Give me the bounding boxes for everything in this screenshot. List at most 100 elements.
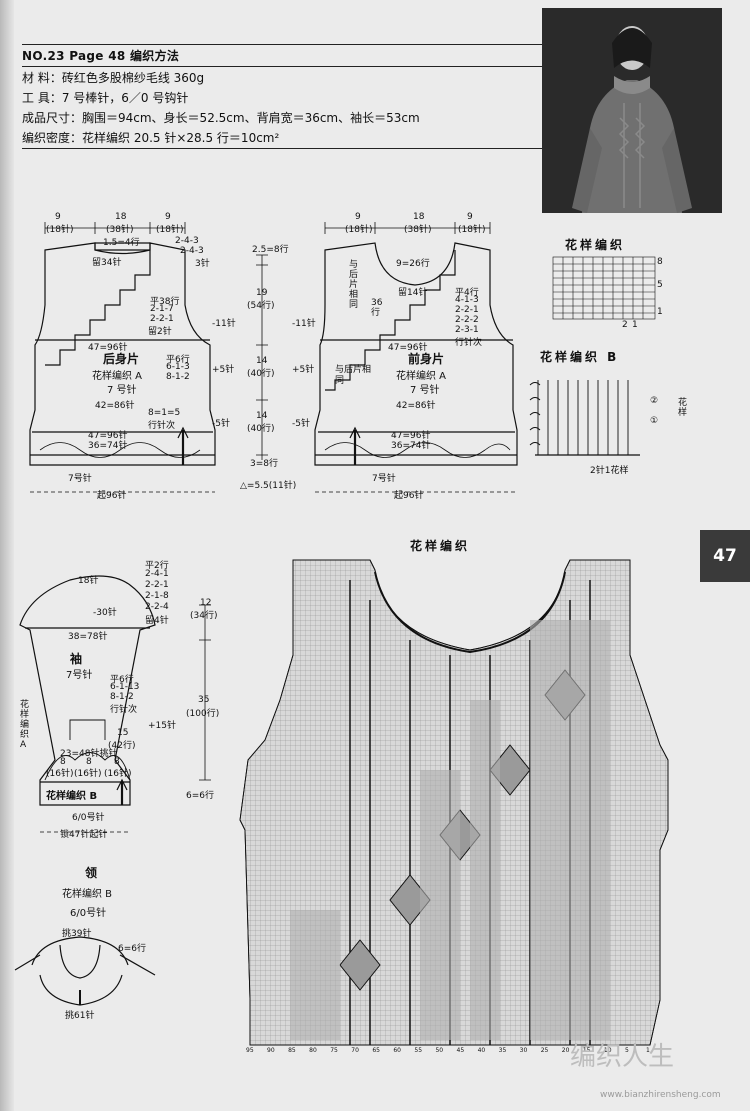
collar-pick2: 挑61针 xyxy=(65,1011,95,1021)
back-side-2: 行针次 xyxy=(148,421,176,431)
back-neck-dec-3: 2-2-1 xyxy=(150,314,174,324)
back-pattern: 花样编织 A xyxy=(92,371,143,382)
back-armhole-1: 平6行 xyxy=(166,355,190,365)
chart-column-number: 70 xyxy=(351,1047,359,1054)
chart-column-number: 40 xyxy=(477,1047,486,1054)
back-neck-dec-2: 2-1-7 xyxy=(150,304,174,314)
tools-line: 工 具：7 号棒针，6／0 号钩针 xyxy=(22,91,189,105)
chart-column-number: 90 xyxy=(267,1047,275,1054)
back-shoulder-3: 3针 xyxy=(195,259,210,269)
back-decrease-steps xyxy=(45,250,151,366)
front-side-dec2: -5针 xyxy=(292,419,310,429)
back-side-dec2: -5针 xyxy=(212,419,230,429)
sleeve-len: 15 xyxy=(117,728,129,738)
chart-column-number: 10 xyxy=(603,1047,612,1054)
main-chart xyxy=(239,559,669,1046)
sleeve-hook: 6/0号针 xyxy=(72,813,105,823)
front-neck-keep: 留14针 xyxy=(398,288,428,298)
chart-column-number: 20 xyxy=(561,1047,570,1054)
back-top-dim-3: 9 xyxy=(165,212,171,222)
chart-column-number: 15 xyxy=(582,1047,591,1054)
small-pattern-row-5: 5 xyxy=(657,280,663,290)
front-piece-outline xyxy=(314,242,518,466)
back-side-1: 8=1=5 xyxy=(148,408,181,418)
front-neck-dec-1: 平4行 xyxy=(455,288,479,298)
back-needle: 7 号针 xyxy=(107,385,137,396)
sleeve-cuff-8b: 8 xyxy=(86,757,92,767)
sleeve-len-rows: (42行) xyxy=(108,741,136,751)
model-photo xyxy=(542,8,722,213)
collar-hook: 6/0号针 xyxy=(70,908,107,919)
sleeve-cap-h: 12 xyxy=(200,598,212,608)
front-top-dim-3b: (18针) xyxy=(458,225,486,235)
chart-column-number: 85 xyxy=(288,1047,296,1054)
back-armhole-3: 8-1-2 xyxy=(166,372,190,382)
size-line: 成品尺寸：胸围＝94cm、身长＝52.5cm、背肩宽＝36cm、袖长＝53cm xyxy=(22,111,420,125)
collar-rows: 6=6行 xyxy=(118,944,146,954)
sleeve-outline xyxy=(19,575,156,806)
collar-pattern: 花样编织 B xyxy=(62,889,113,900)
sleeve-dec: -30针 xyxy=(93,608,117,618)
measure-top: 2.5=8行 xyxy=(252,245,289,255)
chart-column-number: 30 xyxy=(519,1047,528,1054)
front-top-dim-2: 18 xyxy=(413,212,425,222)
measure-40a: (40行) xyxy=(247,369,275,379)
chart-title: 花样编织 xyxy=(410,539,471,553)
front-neck-dec-6: 行针次 xyxy=(455,338,483,348)
small-pattern-row-8: 8 xyxy=(657,257,663,267)
sleeve-cast: 锁47针起针 xyxy=(60,830,108,840)
sleeve-inc-total: +15针 xyxy=(148,721,176,731)
sleeve-side-label: 花样编织A xyxy=(20,700,30,750)
chart-column-number: 35 xyxy=(498,1047,507,1054)
sleeve-cuff-16a: (16针) xyxy=(46,769,74,779)
measure-14a: 14 xyxy=(256,356,268,366)
sleeve-top: 18针 xyxy=(78,576,99,586)
small-pattern-title: 花样编织 xyxy=(565,238,626,252)
front-neck-rows: 9=26行 xyxy=(396,259,430,269)
sleeve-cap-rows: (34行) xyxy=(190,611,218,621)
pattern-b-chart xyxy=(529,380,640,456)
sleeve-cap-4: 2-1-8 xyxy=(145,591,169,601)
back-neck-center: 留34针 xyxy=(92,258,122,268)
front-same-as-back: 与后片相同 xyxy=(349,260,359,310)
collar-pick1: 挑39针 xyxy=(62,929,92,939)
measure-54: (54行) xyxy=(247,301,275,311)
front-width-3: 47=96针 xyxy=(391,431,431,441)
chart-column-number: 55 xyxy=(414,1047,423,1054)
watermark-logo: 编织人生 xyxy=(570,1042,675,1072)
back-needle-bottom: 7号针 xyxy=(68,474,92,484)
material-line: 材 料：砖红色多股棉纱毛线 360g xyxy=(22,71,205,85)
front-width-2: 42=86针 xyxy=(396,401,436,411)
sleeve-cuff-8c: 8 xyxy=(114,757,120,767)
back-neck-dec-1: 平38行 xyxy=(150,297,180,307)
pattern-b-side: 花样 xyxy=(678,398,688,418)
sleeve-cap-5: 2-2-4 xyxy=(145,602,169,612)
pattern-b-mark-2: ② xyxy=(650,396,659,406)
back-cast-on: 起96针 xyxy=(97,491,127,501)
back-width-1: 47=96针 xyxy=(88,343,128,353)
header-rule-bottom xyxy=(22,148,542,149)
front-top-dim-2b: (38针) xyxy=(404,225,432,235)
diamond-motif xyxy=(339,939,381,991)
header-title: NO.23 Page 48 编织方法 xyxy=(22,49,180,63)
back-shoulder-1: 2-4-3 xyxy=(175,236,199,246)
chart-column-number: 95 xyxy=(246,1047,254,1054)
sleeve-inc-3: 8-1-2 xyxy=(110,692,134,702)
back-neck-step xyxy=(94,242,151,250)
chart-column-number: 45 xyxy=(456,1047,465,1054)
front-top-dim-1: 9 xyxy=(355,212,361,222)
front-neck-dec-3: 2-2-1 xyxy=(455,305,479,315)
pattern-b-mark-1: ① xyxy=(650,416,659,426)
front-neck-dec-5: 2-3-1 xyxy=(455,325,479,335)
book-spine-shadow xyxy=(0,0,14,1111)
front-needle-bottom: 7号针 xyxy=(372,474,396,484)
sleeve-cuff: 花样编织 B xyxy=(46,791,98,802)
chart-column-number: 80 xyxy=(309,1047,317,1054)
front-width-1: 47=96针 xyxy=(388,343,428,353)
small-pattern-row-1: 1 xyxy=(657,307,663,317)
sleeve-cap-2: 2-4-1 xyxy=(145,569,169,579)
back-top-dim-1b: (18针) xyxy=(46,225,74,235)
pattern-b-title: 花样编织 B xyxy=(540,350,620,364)
page-number: 47 xyxy=(713,546,737,566)
